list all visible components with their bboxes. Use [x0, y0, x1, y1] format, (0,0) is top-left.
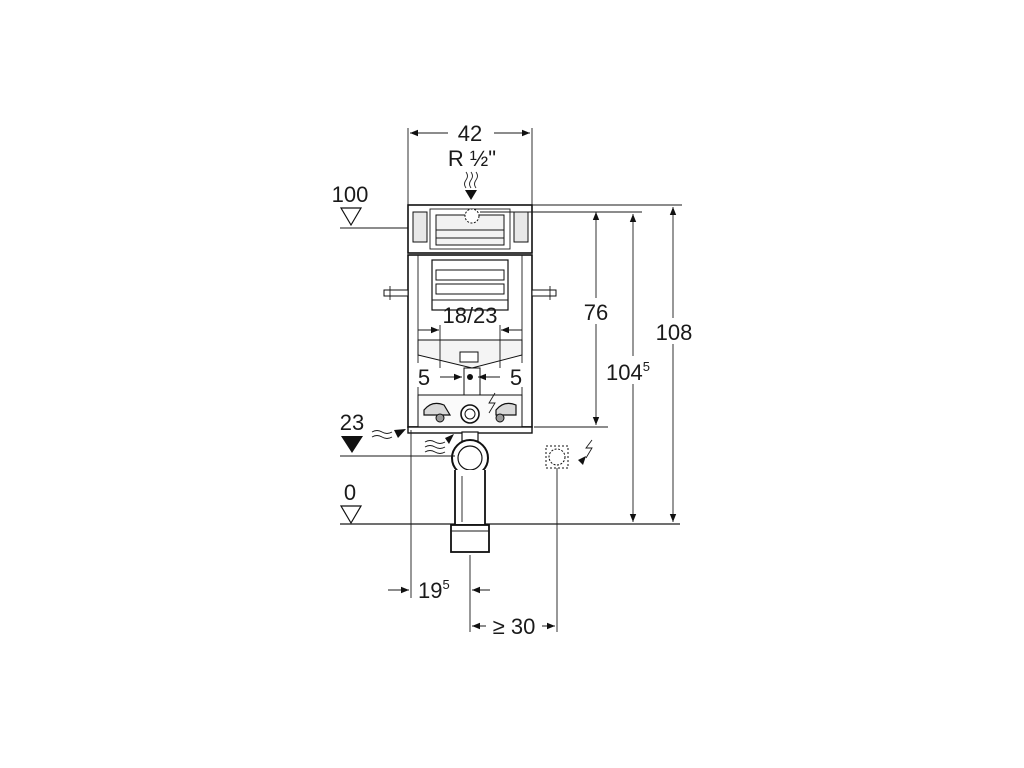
flush-spacing-dimension: 18/23	[418, 303, 522, 368]
level-100-label: 100	[332, 182, 369, 207]
cistern-top	[407, 204, 604, 254]
width-dimension: 42	[407, 120, 533, 205]
flush-spacing-label: 18/23	[442, 303, 497, 328]
water-connection-label: R ½"	[448, 146, 496, 171]
water-supply-symbol	[424, 434, 454, 454]
offset-19-label: 195	[418, 577, 450, 603]
waste-pipe	[450, 431, 490, 553]
level-0-marker: 0	[339, 480, 363, 525]
offset-dimensions: 5 5	[414, 363, 526, 390]
offset-19-dimension: 195	[388, 430, 490, 632]
height-76-dimension: 76	[534, 212, 614, 428]
height-76-label: 76	[584, 300, 608, 325]
frame-body	[383, 254, 557, 434]
level-23-marker: 23	[340, 410, 455, 457]
level-23-label: 23	[340, 410, 364, 435]
height-104-label: 1045	[606, 359, 650, 385]
height-108-dimension: 108	[532, 204, 696, 522]
water-inlet-icon	[464, 208, 480, 224]
width-label: 42	[458, 121, 482, 146]
height-104-dimension: 1045	[604, 211, 660, 522]
min-distance-dimension: ≥ 30	[472, 612, 555, 639]
electric-socket-icon	[545, 439, 593, 632]
height-108-label: 108	[656, 320, 693, 345]
water-connection: R ½"	[448, 146, 496, 200]
offset-right-label: 5	[510, 365, 522, 390]
level-100-marker: 100	[332, 182, 410, 229]
offset-left-label: 5	[418, 365, 430, 390]
level-0-label: 0	[344, 480, 356, 505]
electric-icon-inner	[488, 392, 496, 414]
min-distance-label: ≥ 30	[493, 614, 536, 639]
